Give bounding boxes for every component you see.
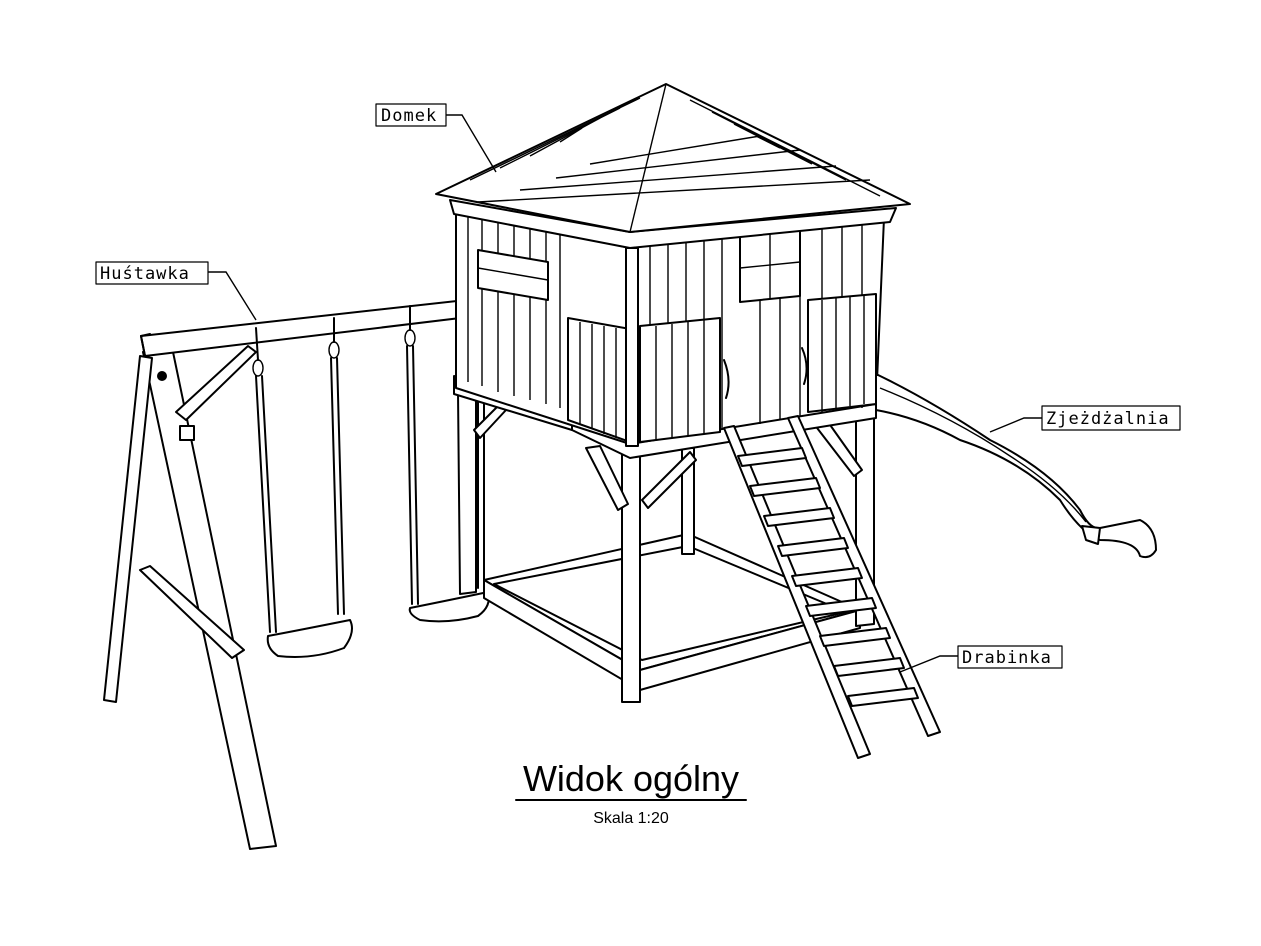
callout-ladder: Drabinka [899,645,1063,673]
drawing-scale: Skala 1:20 [593,810,669,827]
slide [875,373,1157,559]
callout-ladder-label: Drabinka [962,648,1052,668]
callout-slide-label: Zjeżdżalnia [1046,409,1170,429]
title-block: Widok ogólny Skala 1:20 [515,758,747,827]
callout-slide: Zjeżdżalnia [989,405,1181,433]
ladder [723,415,941,759]
drawing-title: Widok ogólny [523,758,739,799]
callout-swing: Huśtawka [95,261,257,321]
house-roof [435,83,911,249]
callout-house-label: Domek [381,106,437,126]
swing-seat-left [252,317,353,658]
callout-house: Domek [375,103,497,173]
callout-swing-label: Huśtawka [100,264,190,284]
house-walls [453,209,885,459]
